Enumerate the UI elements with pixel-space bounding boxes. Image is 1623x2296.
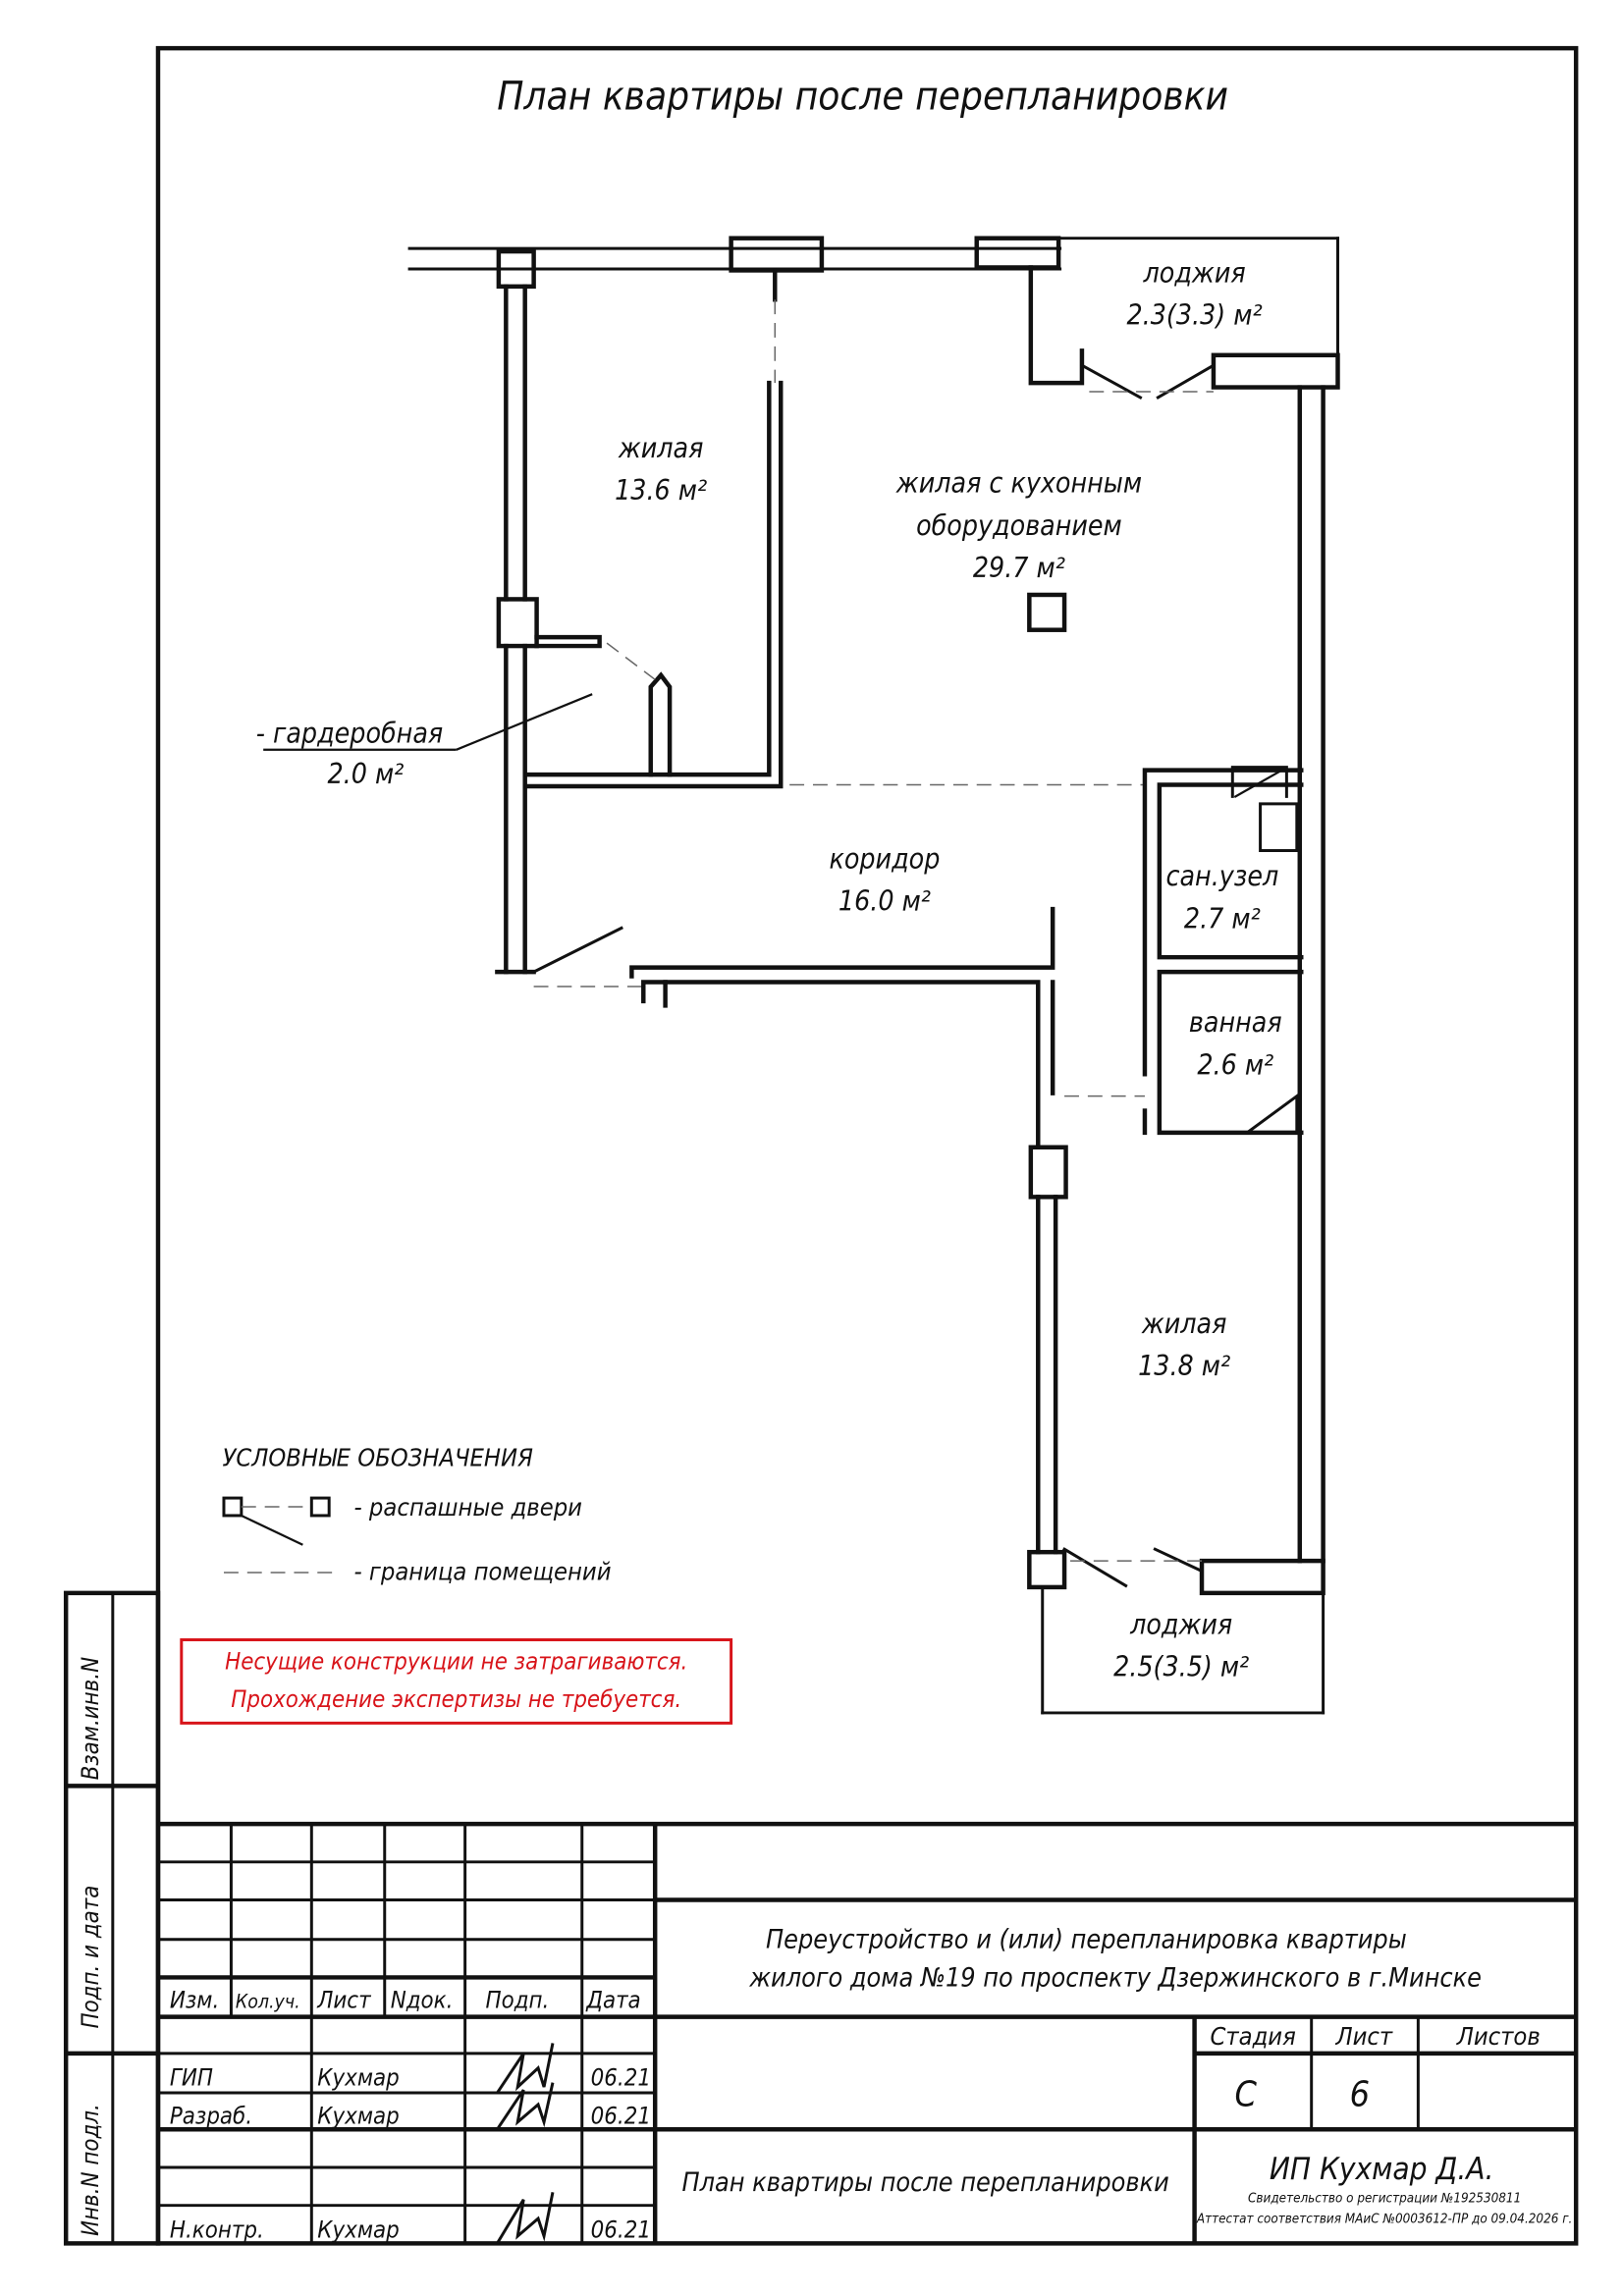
header-izm: Изм.: [170, 1987, 219, 2014]
room-wardrobe-name: - гардеробная: [256, 717, 443, 749]
room-wc-area: 2.7 м²: [1184, 902, 1261, 934]
sheet-frame: [155, 45, 1579, 2246]
sheets-label: Листов: [1456, 2022, 1541, 2051]
row-name: Кухмар: [317, 2064, 399, 2092]
notice-line-1: Несущие конструкции не затрагиваются.: [225, 1647, 687, 1675]
header-kol-uch: Кол.уч.: [236, 1991, 300, 2013]
header-date: Дата: [585, 1987, 640, 2014]
notice-box: Несущие конструкции не затрагиваются. Пр…: [180, 1638, 733, 1725]
legend: УСЛОВНЫЕ ОБОЗНАЧЕНИЯ - распашные двери -…: [222, 1443, 611, 1585]
drawing-name: План квартиры после перепланировки: [681, 2167, 1168, 2198]
door-symbol-icon: [222, 1496, 331, 1546]
legend-boundary: - граница помещений: [353, 1557, 611, 1585]
project-line-2: жилого дома №19 по проспекту Дзержинског…: [748, 1962, 1482, 1993]
room-living-1-area: 13.6 м²: [615, 474, 707, 507]
notice-line-2: Прохождение экспертизы не требуется.: [231, 1685, 681, 1713]
sheet-value: 6: [1350, 2074, 1370, 2114]
room-loggia-top-area: 2.3(3.3) м²: [1127, 299, 1263, 332]
room-kitchen-area: 29.7 м²: [973, 552, 1065, 584]
stage-value: С: [1234, 2074, 1257, 2114]
room-living-1-name: жилая: [618, 432, 704, 464]
header-ndok: Nдок.: [391, 1987, 454, 2014]
side-stamp: Взам.инв.N Подп. и дата Инв.N подл.: [63, 1590, 161, 2246]
room-kitchen-name-1: жилая с кухонным: [895, 467, 1142, 500]
column: [496, 248, 536, 290]
column: [1028, 1145, 1068, 1200]
row-role: Разраб.: [170, 2102, 252, 2129]
column: [1027, 1549, 1067, 1590]
legend-title: УСЛОВНЫЕ ОБОЗНАЧЕНИЯ: [222, 1443, 533, 1471]
room-living-2-name: жилая: [1141, 1308, 1227, 1340]
row-date: 06.21: [591, 2216, 651, 2243]
header-list: Лист: [316, 1987, 371, 2014]
side-stamp-podp: Подп. и дата: [77, 1886, 104, 2029]
room-bathroom-name: ванная: [1189, 1006, 1282, 1039]
page-title: План квартиры после перепланировки: [497, 75, 1228, 120]
room-bathroom-area: 2.6 м²: [1197, 1048, 1273, 1081]
room-labels: лоджия 2.3(3.3) м² жилая 13.6 м² жилая с…: [256, 256, 1282, 1682]
side-stamp-vzam: Взам.инв.N: [77, 1657, 104, 1781]
room-wc-name: сан.узел: [1165, 860, 1278, 892]
column: [496, 597, 539, 649]
title-block: Изм. Кол.уч. Лист Nдок. Подп. Дата ГИП К…: [157, 1821, 1577, 2245]
room-loggia-top-name: лоджия: [1143, 256, 1246, 289]
legend-doors: - распашные двери: [353, 1493, 582, 1522]
sheet-label: Лист: [1334, 2022, 1392, 2051]
signature-icon: [496, 2043, 555, 2245]
cert-attestation: Аттестат соответствия МАиС №0003612-ПР д…: [1196, 2213, 1572, 2227]
row-role: ГИП: [170, 2064, 213, 2092]
side-stamp-inv: Инв.N подл.: [77, 2104, 104, 2236]
room-loggia-bottom-area: 2.5(3.5) м²: [1113, 1651, 1249, 1683]
row-role: Н.контр.: [170, 2216, 264, 2243]
row-name: Кухмар: [317, 2216, 399, 2243]
row-name: Кухмар: [317, 2102, 399, 2129]
floor-plan: [263, 236, 1340, 1715]
cert-registration: Свидетельство о регистрации №192530811: [1248, 2192, 1521, 2207]
row-date: 06.21: [591, 2102, 651, 2129]
row-date: 06.21: [591, 2064, 651, 2092]
stage-label: Стадия: [1210, 2022, 1295, 2051]
room-corridor-area: 16.0 м²: [839, 885, 931, 918]
column: [1027, 592, 1067, 632]
room-corridor-name: коридор: [830, 842, 941, 875]
room-living-2-area: 13.8 м²: [1138, 1350, 1230, 1382]
header-podp: Подп.: [485, 1987, 549, 2014]
project-line-1: Переустройство и (или) перепланировка кв…: [766, 1925, 1407, 1955]
room-wardrobe-area: 2.0 м²: [327, 758, 404, 790]
room-loggia-bottom-name: лоджия: [1129, 1609, 1232, 1641]
room-kitchen-name-2: оборудованием: [916, 509, 1122, 542]
company-name: ИП Кухмар Д.А.: [1270, 2152, 1494, 2187]
